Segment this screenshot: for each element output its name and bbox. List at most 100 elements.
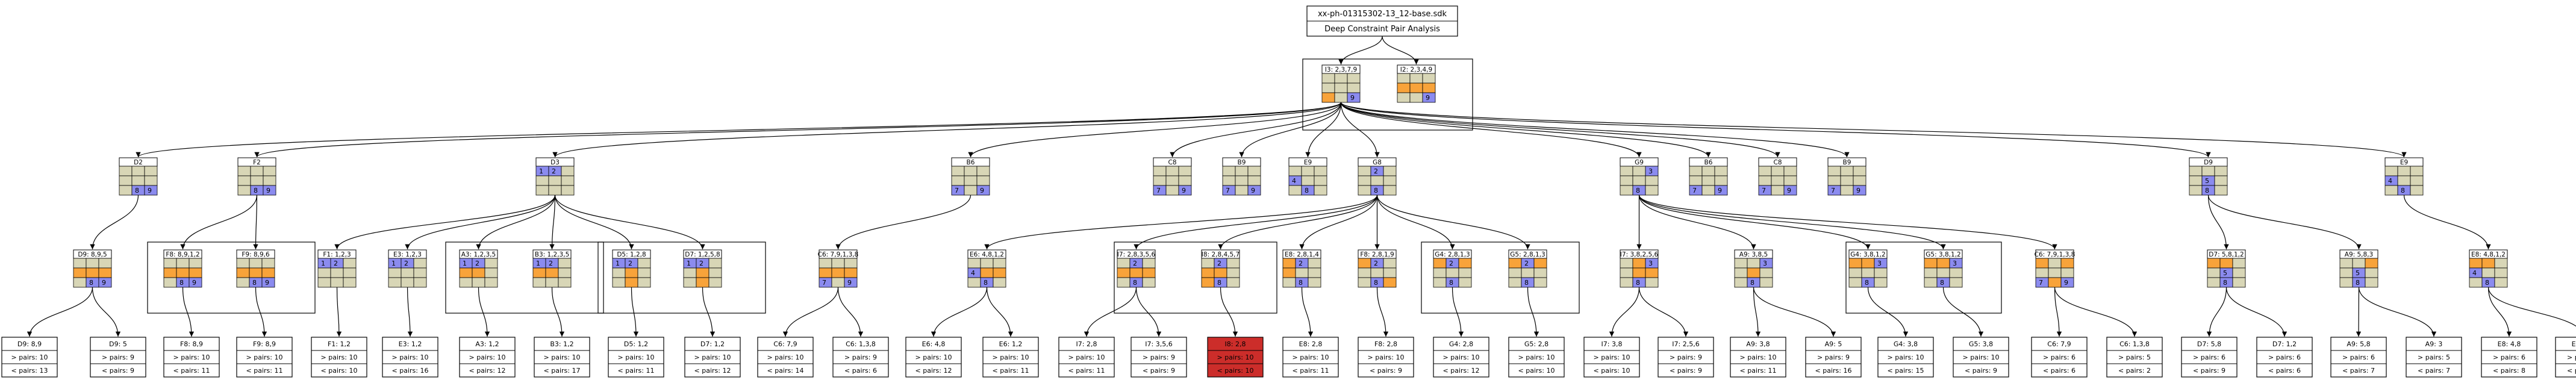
grid-digit: 9 <box>980 187 984 195</box>
grid-cell <box>1358 258 1371 269</box>
grid-cell <box>1226 277 1240 288</box>
grid-cell <box>976 166 990 176</box>
grid-digit: 9 <box>1182 187 1186 195</box>
edge-l1a-D2 <box>136 102 1342 158</box>
grid-cell <box>236 277 250 288</box>
grid-cell <box>2352 258 2366 269</box>
grid-cell <box>1422 73 1436 84</box>
leaf-name: G5: 2,8 <box>1524 340 1548 348</box>
grid-cell <box>1165 175 1179 186</box>
edge-D3-E3 <box>405 195 556 250</box>
grid-cell <box>1383 267 1397 278</box>
grid-cell <box>1759 267 1773 278</box>
grid-cell <box>2214 175 2228 186</box>
leaf-name: F8: 8,9 <box>180 340 203 348</box>
grid-cell <box>976 175 990 186</box>
grid-digit: 4 <box>1292 177 1296 185</box>
grid-cell <box>1458 267 1472 278</box>
cluster-box-3 <box>445 241 604 314</box>
edge-G8-G4 <box>1376 195 1455 250</box>
grid-digit: 8 <box>179 279 184 287</box>
grid-digit: 8 <box>1217 279 1221 287</box>
grid-cell <box>1358 267 1371 278</box>
grid-cell <box>1771 166 1785 176</box>
grid-cell <box>535 175 549 186</box>
leaf-name: I7: 3,5,6 <box>1145 340 1172 348</box>
edge-I7b-lf22 <box>1609 287 1640 337</box>
leaf-lf24: A9: 3,8> pairs: 10< pairs: 11 <box>1730 337 1786 378</box>
grid-cell <box>1701 185 1715 196</box>
grid-cell <box>1508 258 1522 269</box>
grid-cell <box>561 185 575 196</box>
node-G4b: G4: 3,8,1,238 <box>1848 249 1888 288</box>
grid-digit: 2 <box>475 260 479 267</box>
grid-digit: 3 <box>1877 260 1882 267</box>
leaf-gt-pairs: > pairs: 6 <box>2043 353 2075 361</box>
grid-cell <box>1714 185 1728 196</box>
leaf-name: G4: 2,8 <box>1449 340 1473 348</box>
grid-cell <box>189 277 202 288</box>
grid-cell <box>683 277 697 288</box>
grid-cell <box>330 267 344 278</box>
leaf-lf18: E8: 2,8> pairs: 10< pairs: 11 <box>1282 337 1339 378</box>
leaf-gt-pairs: > pairs: 10 <box>1368 353 1405 361</box>
grid-cell <box>819 258 832 269</box>
edge-I7-lf16 <box>1135 287 1162 337</box>
grid-digit: 8 <box>135 187 139 195</box>
edge-C6-lf12 <box>837 287 864 337</box>
edge-G4-lf20 <box>1452 287 1464 337</box>
leaf-name: A3: 1,2 <box>475 340 499 348</box>
grid-cell <box>1701 175 1715 186</box>
grid-cell <box>1321 92 1335 103</box>
leaf-name: E8: 2,8 <box>1299 340 1323 348</box>
leaf-name: I8: 2,8 <box>1225 340 1246 348</box>
grid-cell <box>1314 185 1327 196</box>
grid-cell <box>1334 73 1348 84</box>
grid-cell <box>1334 82 1348 93</box>
leaf-lf21: G5: 2,8> pairs: 10< pairs: 10 <box>1508 337 1565 378</box>
grid-digit: 7 <box>1831 187 1835 195</box>
grid-cell <box>1314 166 1327 176</box>
leaf-gt-pairs: > pairs: 9 <box>844 353 877 361</box>
grid-cell <box>1848 267 1862 278</box>
grid-digit: 8 <box>254 187 258 195</box>
grid-cell <box>1714 166 1728 176</box>
leaf-lt-pairs: < pairs: 11 <box>246 367 283 375</box>
node-label: I2: 2,3,4,9 <box>1400 66 1432 73</box>
edge-C6-lf11 <box>782 287 839 337</box>
leaf-name: F1: 1,2 <box>328 340 351 348</box>
grid-digit: 2 <box>628 260 632 267</box>
leaf-name: E6: 4,8 <box>922 340 946 348</box>
grid-cell <box>1370 175 1384 186</box>
node-label: C6: 7,9,1,3,8 <box>2035 251 2075 258</box>
leaf-gt-pairs: > pairs: 10 <box>544 353 581 361</box>
grid-cell <box>561 166 575 176</box>
node-label: A9: 5,8,3 <box>2345 251 2373 258</box>
edge-G8-I8 <box>1218 195 1378 250</box>
node-label: C8 <box>1168 159 1176 166</box>
grid-digit: 9 <box>1856 187 1860 195</box>
grid-cell <box>401 277 414 288</box>
grid-digit: 8 <box>1299 279 1303 287</box>
grid-cell <box>1409 73 1423 84</box>
edge-l1a-F2 <box>254 102 1342 158</box>
edge-D2-D9x <box>90 195 139 250</box>
node-E8: E8: 2,8,1,428 <box>1282 249 1321 288</box>
edge-root-l1b <box>1382 36 1419 65</box>
grid-digit: 9 <box>265 279 269 287</box>
grid-cell <box>388 267 402 278</box>
grid-cell <box>1383 277 1397 288</box>
edge-F9-lf4 <box>255 287 267 337</box>
grid-cell <box>1142 277 1156 288</box>
grid-cell <box>993 258 1006 269</box>
leaf-gt-pairs: > pairs: 10 <box>694 353 731 361</box>
leaf-lf7: A3: 1,2> pairs: 10< pairs: 12 <box>459 337 516 378</box>
leaf-lt-pairs: < pairs: 11 <box>993 367 1029 375</box>
grid-cell <box>1422 92 1436 103</box>
edge-root-l1a <box>1338 36 1383 65</box>
